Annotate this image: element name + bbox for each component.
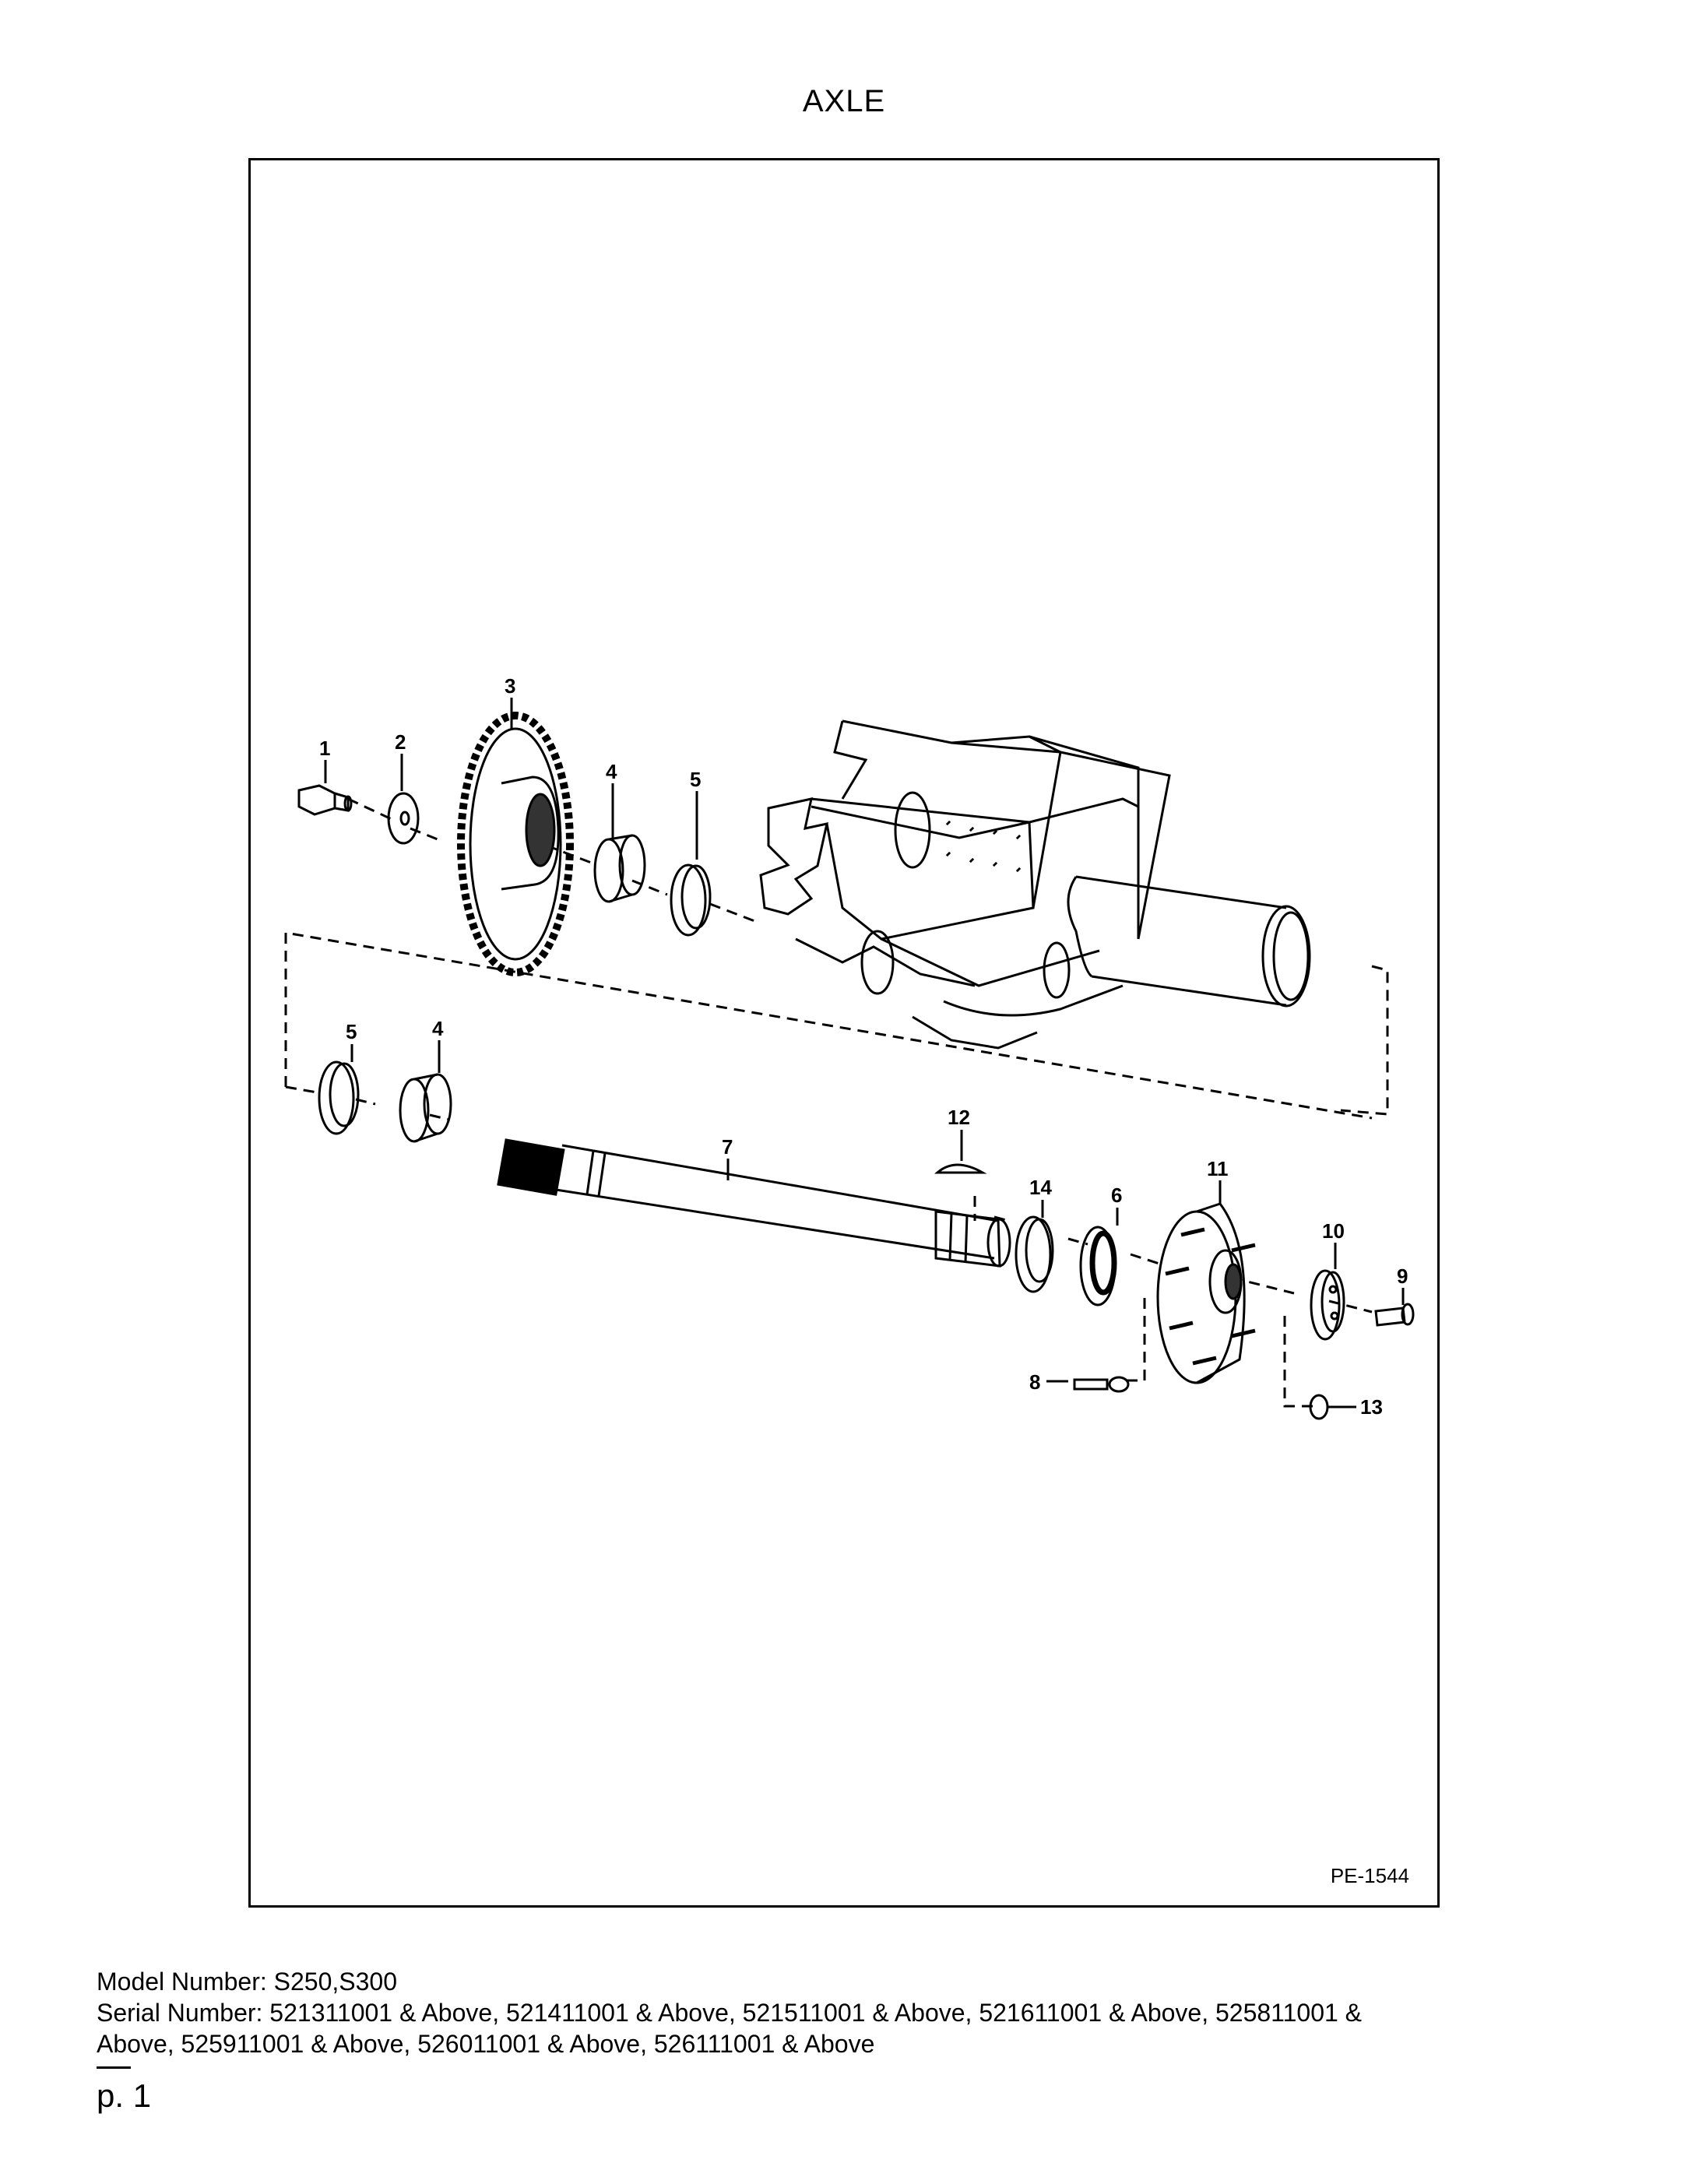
part-7-axle-shaft xyxy=(497,1138,1011,1268)
callout-4: 4 xyxy=(606,760,617,783)
model-number-line: Model Number: S250,S300 xyxy=(97,1968,397,1996)
part-6-seal xyxy=(1079,1226,1117,1307)
callout-9: 9 xyxy=(1397,1264,1408,1288)
callout-4-lower: 4 xyxy=(432,1017,444,1040)
callout-leaders xyxy=(324,698,1405,1383)
serial-number-line-2: Above, 525911001 & Above, 526011001 & Ab… xyxy=(97,2030,875,2058)
part-4-cone xyxy=(593,834,646,903)
part-5-race xyxy=(670,863,712,937)
page-number: p. 1 xyxy=(97,2077,152,2114)
callout-3: 3 xyxy=(505,674,515,698)
part-10-retainer xyxy=(1310,1269,1345,1341)
frame-rivets xyxy=(945,820,1022,873)
callout-10: 10 xyxy=(1322,1219,1345,1243)
axle-tube xyxy=(1043,875,1311,1008)
part-14-spacer xyxy=(1015,1215,1054,1293)
part-13-nut xyxy=(1309,1394,1356,1420)
callout-13: 13 xyxy=(1360,1395,1383,1419)
callout-14: 14 xyxy=(1029,1176,1052,1199)
part-1-bolt xyxy=(297,784,353,816)
callout-7: 7 xyxy=(722,1135,733,1159)
serial-number-line-1: Serial Number: 521311001 & Above, 521411… xyxy=(97,1999,1363,2027)
part-9-bolt xyxy=(1374,1303,1415,1327)
callout-5-lower: 5 xyxy=(346,1020,357,1043)
callout-5: 5 xyxy=(690,768,701,791)
callout-6: 6 xyxy=(1111,1183,1122,1207)
exploded-diagram-frame: 1 2 3 4 5 5 4 7 12 14 6 11 10 9 8 13 PE-… xyxy=(248,158,1440,1908)
part-5-race-lower xyxy=(318,1060,360,1135)
figure-id: PE-1544 xyxy=(1330,1864,1409,1887)
part-8-stud xyxy=(1073,1376,1130,1393)
part-2-washer xyxy=(387,792,420,845)
part-11-hub xyxy=(1156,1202,1256,1384)
callout-8: 8 xyxy=(1029,1370,1040,1394)
model-serial-info: Model Number: S250,S300 Serial Number: 5… xyxy=(97,1966,1576,2059)
callout-1: 1 xyxy=(319,737,330,760)
page-divider xyxy=(97,2066,131,2069)
part-12-woodruff-key xyxy=(934,1163,987,1174)
chassis-frame xyxy=(759,719,1171,1050)
part-4-cone-lower xyxy=(399,1073,452,1143)
callout-12: 12 xyxy=(948,1106,970,1129)
page-title: AXLE xyxy=(802,84,886,118)
callout-labels: 1 2 3 4 5 5 4 7 12 14 6 11 10 9 8 13 xyxy=(319,674,1408,1419)
axle-exploded-diagram: 1 2 3 4 5 5 4 7 12 14 6 11 10 9 8 13 xyxy=(284,674,1415,1420)
callout-11: 11 xyxy=(1207,1157,1229,1180)
callout-2: 2 xyxy=(395,730,406,754)
part-3-sprocket xyxy=(457,712,574,976)
